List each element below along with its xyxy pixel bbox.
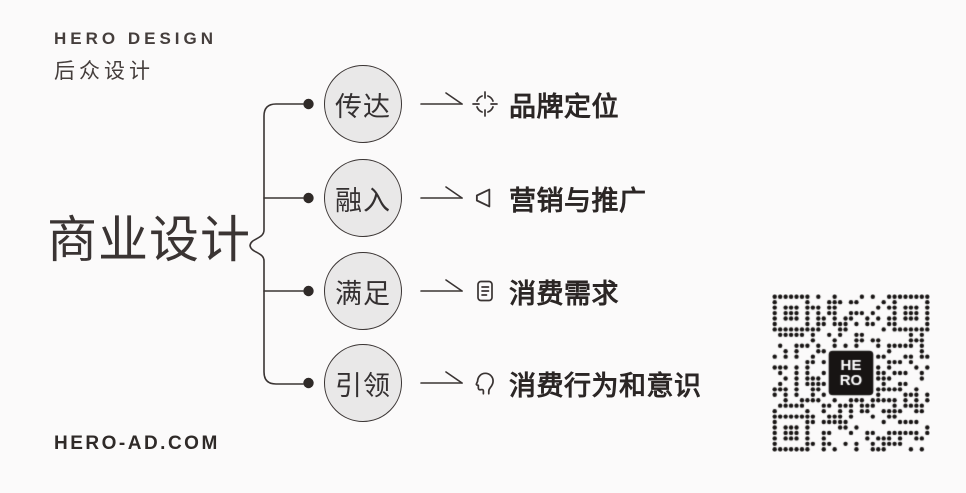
node-circle-chuanda: 传达 [324, 65, 402, 143]
node-circle-rongru: 融入 [324, 159, 402, 237]
result-row-marketing: 营销与推广 [470, 177, 647, 219]
result-label: 消费行为和意识 [509, 370, 702, 401]
result-row-consumer-behavior: 消费行为和意识 [470, 362, 702, 404]
brand-name-en: HERO DESIGN [54, 29, 218, 48]
result-label: 品牌定位 [509, 91, 619, 122]
arrow-2 [420, 186, 463, 199]
bullet-dot-3 [303, 285, 314, 297]
head-icon [470, 369, 500, 397]
node-label: 引领 [335, 370, 391, 401]
bullet-dot-2 [303, 192, 314, 204]
node-circle-manzu: 满足 [324, 252, 402, 330]
document-icon [470, 278, 500, 304]
root-title: 商业设计 [47, 212, 251, 268]
qr-code [772, 294, 930, 452]
brand-name-cn: 后众设计 [54, 60, 154, 83]
node-label: 满足 [335, 278, 391, 309]
bullet-dot-1 [303, 98, 314, 110]
brace-shape [249, 103, 304, 385]
result-label: 消费需求 [509, 278, 619, 309]
node-circle-yinling: 引领 [324, 344, 402, 422]
result-row-brand-positioning: 品牌定位 [470, 83, 619, 125]
bullet-dot-4 [303, 377, 314, 389]
node-label: 传达 [335, 91, 391, 122]
website-url: HERO-AD.COM [54, 433, 220, 454]
qr-code-block [772, 294, 930, 452]
arrow-3 [420, 279, 463, 292]
arrow-1 [420, 92, 463, 105]
megaphone-icon [470, 185, 500, 211]
target-icon [470, 90, 500, 118]
result-row-consumer-demand: 消费需求 [470, 270, 619, 312]
result-label: 营销与推广 [509, 185, 647, 216]
node-label: 融入 [335, 185, 391, 216]
arrow-4 [420, 371, 463, 384]
